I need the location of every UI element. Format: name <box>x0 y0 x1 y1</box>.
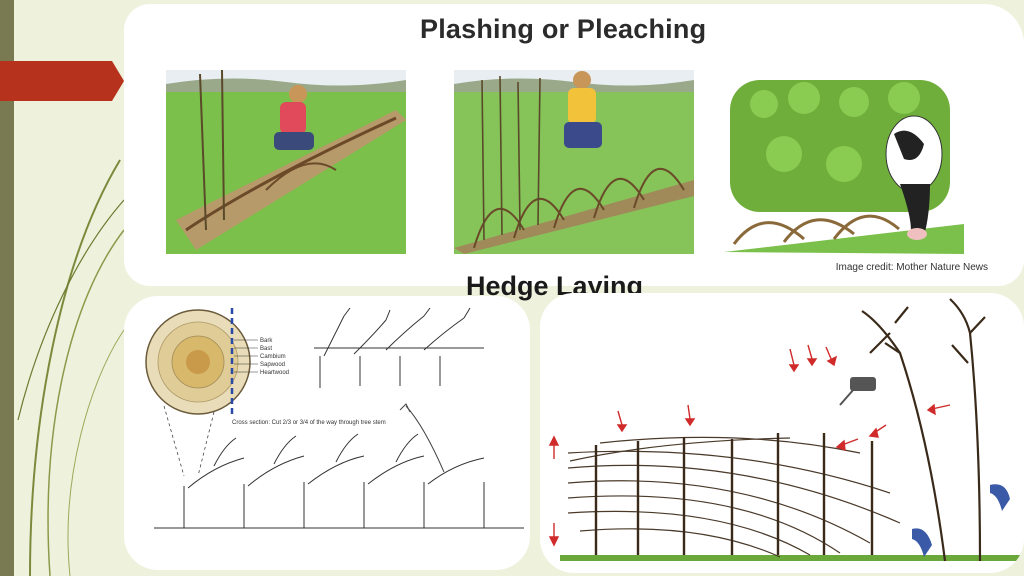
hedge-stakes <box>594 433 874 555</box>
image-credit: Image credit: Mother Nature News <box>835 262 988 273</box>
hedge-laying-illustration-panel <box>540 293 1024 573</box>
decorative-curves <box>17 159 125 576</box>
layer-label-heartwood: Heartwood <box>260 370 289 376</box>
woven-branches <box>567 436 901 558</box>
cross-section-diagram-panel: Bark Bast Cambium Sapwood Heartwood Cros… <box>124 296 530 570</box>
slide-title: Plashing or Pleaching <box>420 14 707 44</box>
laid-hedge-sketch-bottom <box>154 433 524 529</box>
mallet-icon <box>839 377 876 406</box>
layer-label-bast: Bast <box>260 346 272 352</box>
plashing-panel: Plashing or Pleaching <box>124 4 1024 286</box>
plashing-illustration-2 <box>454 70 694 254</box>
red-tab-marker <box>0 61 124 101</box>
hedge-laying-illustration <box>548 298 1020 562</box>
standing-trees <box>861 298 986 562</box>
layer-label-sapwood: Sapwood <box>260 362 285 368</box>
cross-section-diagram: Bark Bast Cambium Sapwood Heartwood Cros… <box>145 307 524 529</box>
laid-hedge-sketch-top <box>314 307 484 388</box>
hedge-cow-illustration <box>724 74 964 254</box>
billhook-icon <box>912 484 1010 557</box>
plashing-illustration-1 <box>166 70 406 254</box>
cross-section-note: Cross section: Cut 2/3 or 3/4 of the way… <box>232 420 386 426</box>
direction-arrows <box>548 344 951 547</box>
layer-label-cambium: Cambium <box>260 354 286 360</box>
left-accent-stripe <box>0 0 14 576</box>
layer-label-bark: Bark <box>260 338 273 344</box>
